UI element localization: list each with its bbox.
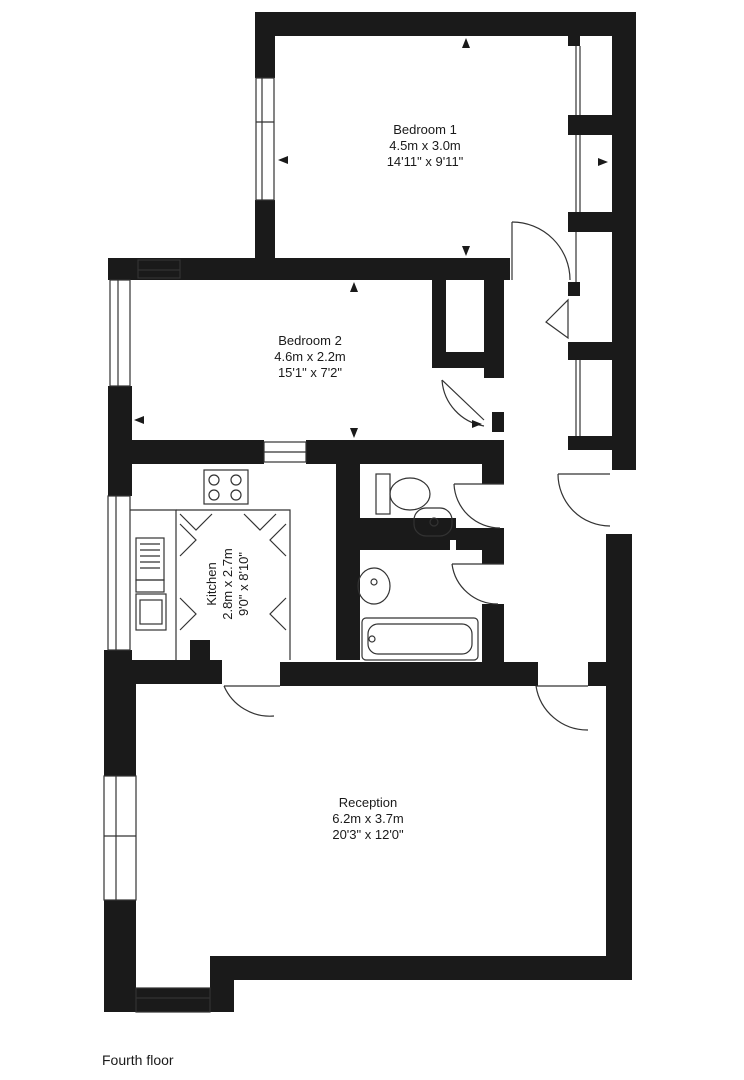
window-bed2-left: [109, 279, 131, 387]
room-name: Bedroom 1: [393, 122, 457, 137]
wall-wc-right-top: [482, 464, 504, 484]
door-cupboard: [545, 298, 569, 340]
cupboard-wall-left: [432, 280, 446, 366]
room-size-imperial: 14'11" x 9'11": [386, 154, 464, 169]
arrow-bed1-right: [598, 158, 608, 166]
hob: [203, 469, 249, 505]
cupboard-mark-1: [179, 513, 213, 531]
door-bed2-leaf: [441, 379, 485, 421]
window-reception-bay: [135, 987, 211, 1013]
window-kitchen-left: [107, 495, 131, 651]
wall-reception-right: [606, 534, 632, 980]
door-entry-arc: [557, 473, 611, 527]
door-kitchen-arc: [223, 685, 275, 717]
wall-kitchen-reception-right: [280, 662, 538, 686]
room-size-imperial: 9'0" x 8'10": [236, 551, 251, 617]
walls: [104, 12, 636, 1012]
wall-kitchen-reception-left: [104, 660, 222, 684]
room-size-metric: 6.2m x 3.7m: [332, 811, 404, 826]
toilet-bowl: [389, 477, 431, 511]
door-bath-arc: [451, 563, 499, 605]
arrow-bed2-left: [134, 416, 144, 424]
wall-wc-bottom-right: [456, 528, 504, 550]
wall-reception-left-upper: [104, 684, 136, 776]
window-reception-left: [103, 775, 137, 901]
cupboard-mark-2: [243, 513, 277, 531]
wall-bed1-right: [612, 12, 636, 470]
cupboard-mark-4: [179, 597, 197, 631]
kitchen-sink-divider: [135, 579, 165, 593]
room-name: Kitchen: [204, 562, 219, 606]
wall-reception-bottom: [210, 956, 632, 980]
room-size-metric: 4.6m x 2.2m: [274, 349, 346, 364]
arrow-bed2-bottom: [350, 428, 358, 438]
floor-caption: Fourth floor: [102, 1052, 174, 1068]
wall-reception-right-corner: [588, 662, 632, 686]
room-label-bedroom-2: Bedroom 2 4.6m x 2.2m 15'1" x 7'2": [240, 333, 380, 381]
window-bed1: [255, 77, 275, 201]
wardrobe-post-2: [568, 282, 580, 296]
wardrobe-divider-1: [568, 115, 612, 135]
wall-kitchen-bath: [336, 464, 360, 660]
cupboard-mark-3: [179, 523, 197, 557]
wardrobe-divider-2: [568, 212, 612, 232]
window-bed2-top: [137, 259, 181, 279]
cupboard-mark-5: [269, 523, 287, 557]
door-bed2-arc: [441, 379, 485, 427]
kitchen-fixtures: [130, 469, 291, 660]
arrow-bed1-bottom: [462, 246, 470, 256]
wardrobe-divider-3: [568, 342, 612, 360]
arrow-bed1-left: [278, 156, 288, 164]
wall-bed1-top: [255, 12, 636, 36]
room-name: Bedroom 2: [278, 333, 342, 348]
bath-basin: [357, 567, 391, 605]
room-size-metric: 4.5m x 3.0m: [389, 138, 461, 153]
door-reception-arc: [535, 685, 589, 731]
wall-bed2-left-top: [108, 258, 132, 280]
wall-bath-right-bottom: [482, 604, 504, 662]
windows: [103, 46, 581, 1013]
kitchen-sink: [135, 593, 167, 631]
wall-bed1-bed2: [110, 258, 510, 280]
bathtub: [361, 617, 479, 661]
wall-bed1-left-lower: [255, 200, 275, 258]
room-name: Reception: [338, 795, 398, 810]
door-wc-arc: [453, 483, 501, 529]
arrow-bed1-top: [462, 38, 470, 48]
wall-wc-bottom-left: [360, 518, 456, 540]
wall-bath-top: [360, 536, 450, 550]
wall-bed2-kitchen-left: [108, 440, 264, 464]
room-label-bedroom-1: Bedroom 1 4.5m x 3.0m 14'11" x 9'11": [355, 122, 495, 170]
arrow-bed2-top: [350, 282, 358, 292]
door-bed1-arc: [511, 221, 571, 281]
wall-bed2-door-post: [492, 412, 504, 432]
room-label-kitchen: Kitchen 2.8m x 2.7m 9'0" x 8'10": [204, 514, 252, 654]
dimension-arrows: [134, 38, 608, 438]
room-size-metric: 2.8m x 2.7m: [220, 548, 235, 620]
wardrobe-post-1: [568, 36, 580, 46]
kitchen-counter-left: [130, 509, 177, 660]
cupboard-mark-6: [269, 597, 287, 631]
room-size-imperial: 15'1" x 7'2": [277, 365, 343, 380]
wall-bath-right-top: [482, 548, 504, 564]
room-size-imperial: 20'3" x 12'0": [332, 827, 404, 842]
room-label-reception: Reception 6.2m x 3.7m 20'3" x 12'0": [298, 795, 438, 843]
wc-basin: [413, 507, 453, 537]
wall-reception-left-lower: [104, 900, 136, 1012]
wall-bed1-left-upper: [255, 12, 275, 78]
toilet-cistern: [375, 473, 391, 515]
wall-kitchen-left-top: [108, 464, 130, 496]
kitchen-stub: [190, 640, 210, 662]
wall-bed2-kitchen-right: [306, 440, 504, 464]
bathroom-fixtures: [357, 473, 479, 661]
cupboard-wall-bottom: [432, 352, 504, 368]
arrow-bed2-right: [472, 420, 482, 428]
kitchen-counter-right: [176, 509, 291, 660]
wardrobe-divider-4: [568, 436, 612, 450]
